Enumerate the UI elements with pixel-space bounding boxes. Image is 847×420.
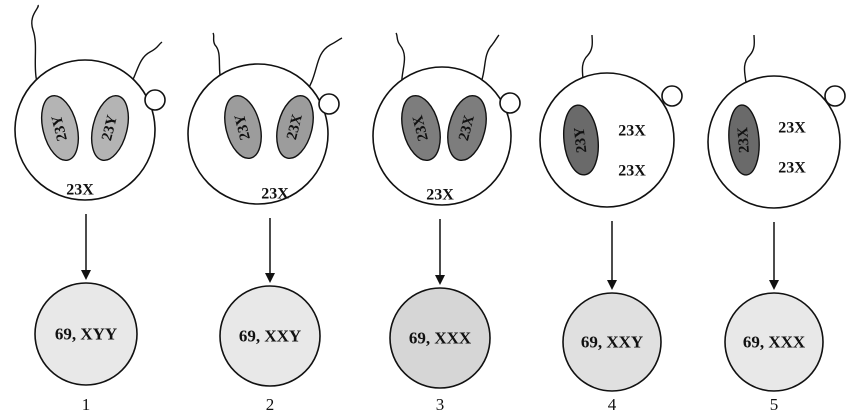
sperm-head: 23Y (90, 95, 130, 161)
panel-3: 23X 23X 23X 69, XXX 3 (372, 32, 521, 414)
sperm-nucleus (728, 104, 760, 176)
karyotype-label: 69, XXY (239, 327, 301, 346)
sperm-chromosome-label: 23X (284, 112, 306, 141)
triploid-zygote (219, 285, 321, 387)
panel-2: 23Y 23X 23X 69, XXY 2 (187, 32, 343, 414)
sperm-nucleus (40, 95, 80, 161)
triploid-zygote (562, 292, 662, 392)
sperm-chromosome-label: 23X (456, 113, 478, 142)
polar-body (318, 93, 340, 115)
triploid-zygote (724, 292, 824, 392)
sperm-head: 23Y (40, 95, 80, 161)
polar-body (499, 92, 521, 114)
sperm-chromosome-label: 23X (410, 113, 432, 142)
karyotype-label: 69, XXX (409, 329, 472, 348)
sperm-head: 23X (276, 94, 314, 160)
triploid-zygote (389, 287, 491, 389)
panel-number: 5 (770, 395, 779, 414)
sperm-chromosome-label: 23X (735, 126, 753, 153)
karyotype-label: 69, XXX (743, 333, 806, 352)
egg-cell (539, 72, 675, 208)
sperm-nucleus (447, 94, 487, 162)
egg-chromosome-label: 23X (618, 163, 646, 180)
sperm-nucleus (224, 94, 262, 160)
sperm-head: 23Y (563, 104, 599, 176)
egg-cell (14, 59, 156, 201)
sperm-nucleus (90, 95, 130, 161)
sperm-nucleus (276, 94, 314, 160)
egg-cell (707, 75, 841, 209)
panel-number: 3 (436, 395, 445, 414)
sperm-nucleus (563, 104, 599, 176)
polar-body (661, 85, 683, 107)
panel-number: 1 (82, 395, 91, 414)
egg-chromosome-label: 23X (66, 182, 94, 199)
sperm-head: 23X (447, 94, 487, 162)
polar-body (824, 85, 846, 107)
triploid-zygote (34, 282, 138, 386)
karyotype-label: 69, XYY (55, 325, 117, 344)
sperm-head: 23X (728, 104, 760, 176)
egg-chromosome-label: 23X (778, 120, 806, 137)
polar-body (144, 89, 166, 111)
karyotype-label: 69, XXY (581, 333, 643, 352)
sperm-chromosome-label: 23Y (232, 112, 254, 141)
panel-1: 23Y 23Y 23X 69, XYY 1 (14, 4, 166, 414)
egg-chromosome-label: 23X (778, 160, 806, 177)
sperm-tail (302, 37, 343, 97)
sperm-chromosome-label: 23Y (49, 113, 71, 142)
sperm-chromosome-label: 23Y (572, 126, 591, 154)
panel-5: 23X 23X 23X 69, XXX 5 (707, 34, 846, 414)
sperm-head: 23X (401, 94, 441, 162)
sperm-head: 23Y (224, 94, 262, 160)
sperm-nucleus (401, 94, 441, 162)
sperm-chromosome-label: 23Y (99, 113, 121, 142)
egg-cell (372, 66, 512, 206)
egg-chromosome-label: 23X (618, 123, 646, 140)
panel-number: 2 (266, 395, 275, 414)
panel-number: 4 (608, 395, 617, 414)
panel-4: 23Y 23X 23X 69, XXY 4 (539, 34, 683, 414)
egg-chromosome-label: 23X (426, 187, 454, 204)
egg-chromosome-label: 23X (261, 186, 289, 203)
